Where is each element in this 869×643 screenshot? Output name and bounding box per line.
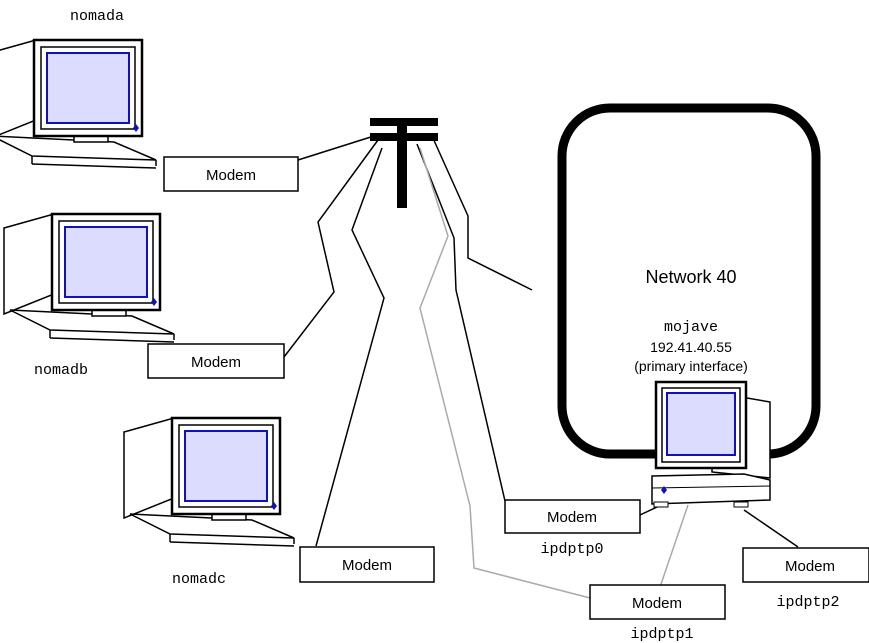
interface-label-ipdptp2: ipdptp2 — [776, 594, 839, 611]
interface-label-ipdptp1: ipdptp1 — [630, 626, 693, 643]
link-pole-ipdptp1 — [419, 147, 591, 599]
modem-ipdptp1: Modem — [589, 584, 726, 620]
modem-label: Modem — [547, 509, 597, 526]
modem-label: Modem — [785, 558, 835, 575]
host-label-nomada: nomada — [70, 8, 124, 25]
host-label-nomadb: nomadb — [34, 362, 88, 379]
link-nomada-pole — [297, 135, 375, 161]
network-name: Network 40 — [645, 267, 736, 287]
link-pole-network — [431, 135, 533, 291]
modem-nomadc: Modem — [299, 546, 435, 583]
modem-label: Modem — [206, 167, 256, 184]
host-label-nomadc: nomadc — [172, 571, 226, 588]
link-ipdptp2-mojave — [743, 509, 799, 548]
modem-nomada: Modem — [163, 156, 299, 192]
modem-nomadb: Modem — [147, 343, 285, 379]
server-note: (primary interface) — [634, 358, 748, 374]
computer-icon — [0, 38, 158, 170]
server-ip: 192.41.40.55 — [650, 339, 732, 355]
modem-ipdptp0: Modem — [504, 499, 641, 534]
link-pole-ipdptp0 — [416, 143, 506, 502]
computer-icon — [122, 416, 296, 548]
server-name: mojave — [664, 319, 718, 336]
interface-label-ipdptp0: ipdptp0 — [540, 541, 603, 558]
link-nomadb-pole — [283, 139, 379, 358]
telephone-pole-icon — [370, 118, 438, 208]
modem-ipdptp2: Modem — [742, 547, 869, 583]
modem-label: Modem — [191, 354, 241, 371]
computer-icon — [651, 380, 771, 508]
modem-label: Modem — [342, 557, 392, 574]
computer-icon — [2, 212, 176, 344]
modem-label: Modem — [632, 595, 682, 612]
link-nomadc-pole — [315, 147, 385, 547]
link-ipdptp1-mojave — [658, 504, 689, 591]
